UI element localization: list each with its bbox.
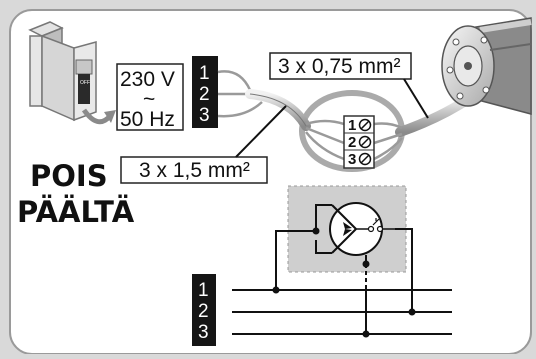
schematic-terminal-1: 1 [198,280,209,301]
warning-line-2: PÄÄLTÄ [17,195,135,229]
schematic-terminal-3: 3 [198,322,209,343]
supply-cable-label-box [120,156,268,184]
motor-icon [441,17,532,115]
junction-wires [305,119,403,161]
supply-terminal-1: 1 [199,63,210,84]
warning-line-1: POIS [30,159,108,193]
supply-cable-edge [249,93,307,127]
supply-terminal-2: 2 [199,84,210,105]
junction-terminal-1: 1 [348,117,356,134]
arrow-head-icon [104,110,116,123]
schematic-junction-dots [272,227,416,338]
supply-tilde: ~ [143,88,155,111]
motor-cable-label-box [269,52,412,80]
motor-cable-leader [403,78,429,119]
breaker-off-label: OFF [80,80,90,86]
motor-cable-label: 3 x 0,75 mm² [278,55,401,78]
supply-label-box [116,63,184,131]
supply-voltage: 230 V [120,68,175,91]
supply-frequency: 50 Hz [120,108,175,131]
terminal-strip: 1 2 3 [343,115,375,169]
supply-cable-leader [235,105,287,158]
circuit-breaker-icon: OFF [28,21,97,122]
supply-terminal-block [192,56,218,128]
screw-icons [358,118,372,166]
junction-terminal-2: 2 [348,134,356,151]
schematic-terminal-2: 2 [198,301,209,322]
supply-cable-label: 3 x 1,5 mm² [139,159,250,182]
junction-terminal-3: 3 [348,151,356,168]
motor-switch-symbol-icon [329,202,395,256]
schematic-terminal-block [192,274,216,346]
supply-terminal-3: 3 [199,105,210,126]
